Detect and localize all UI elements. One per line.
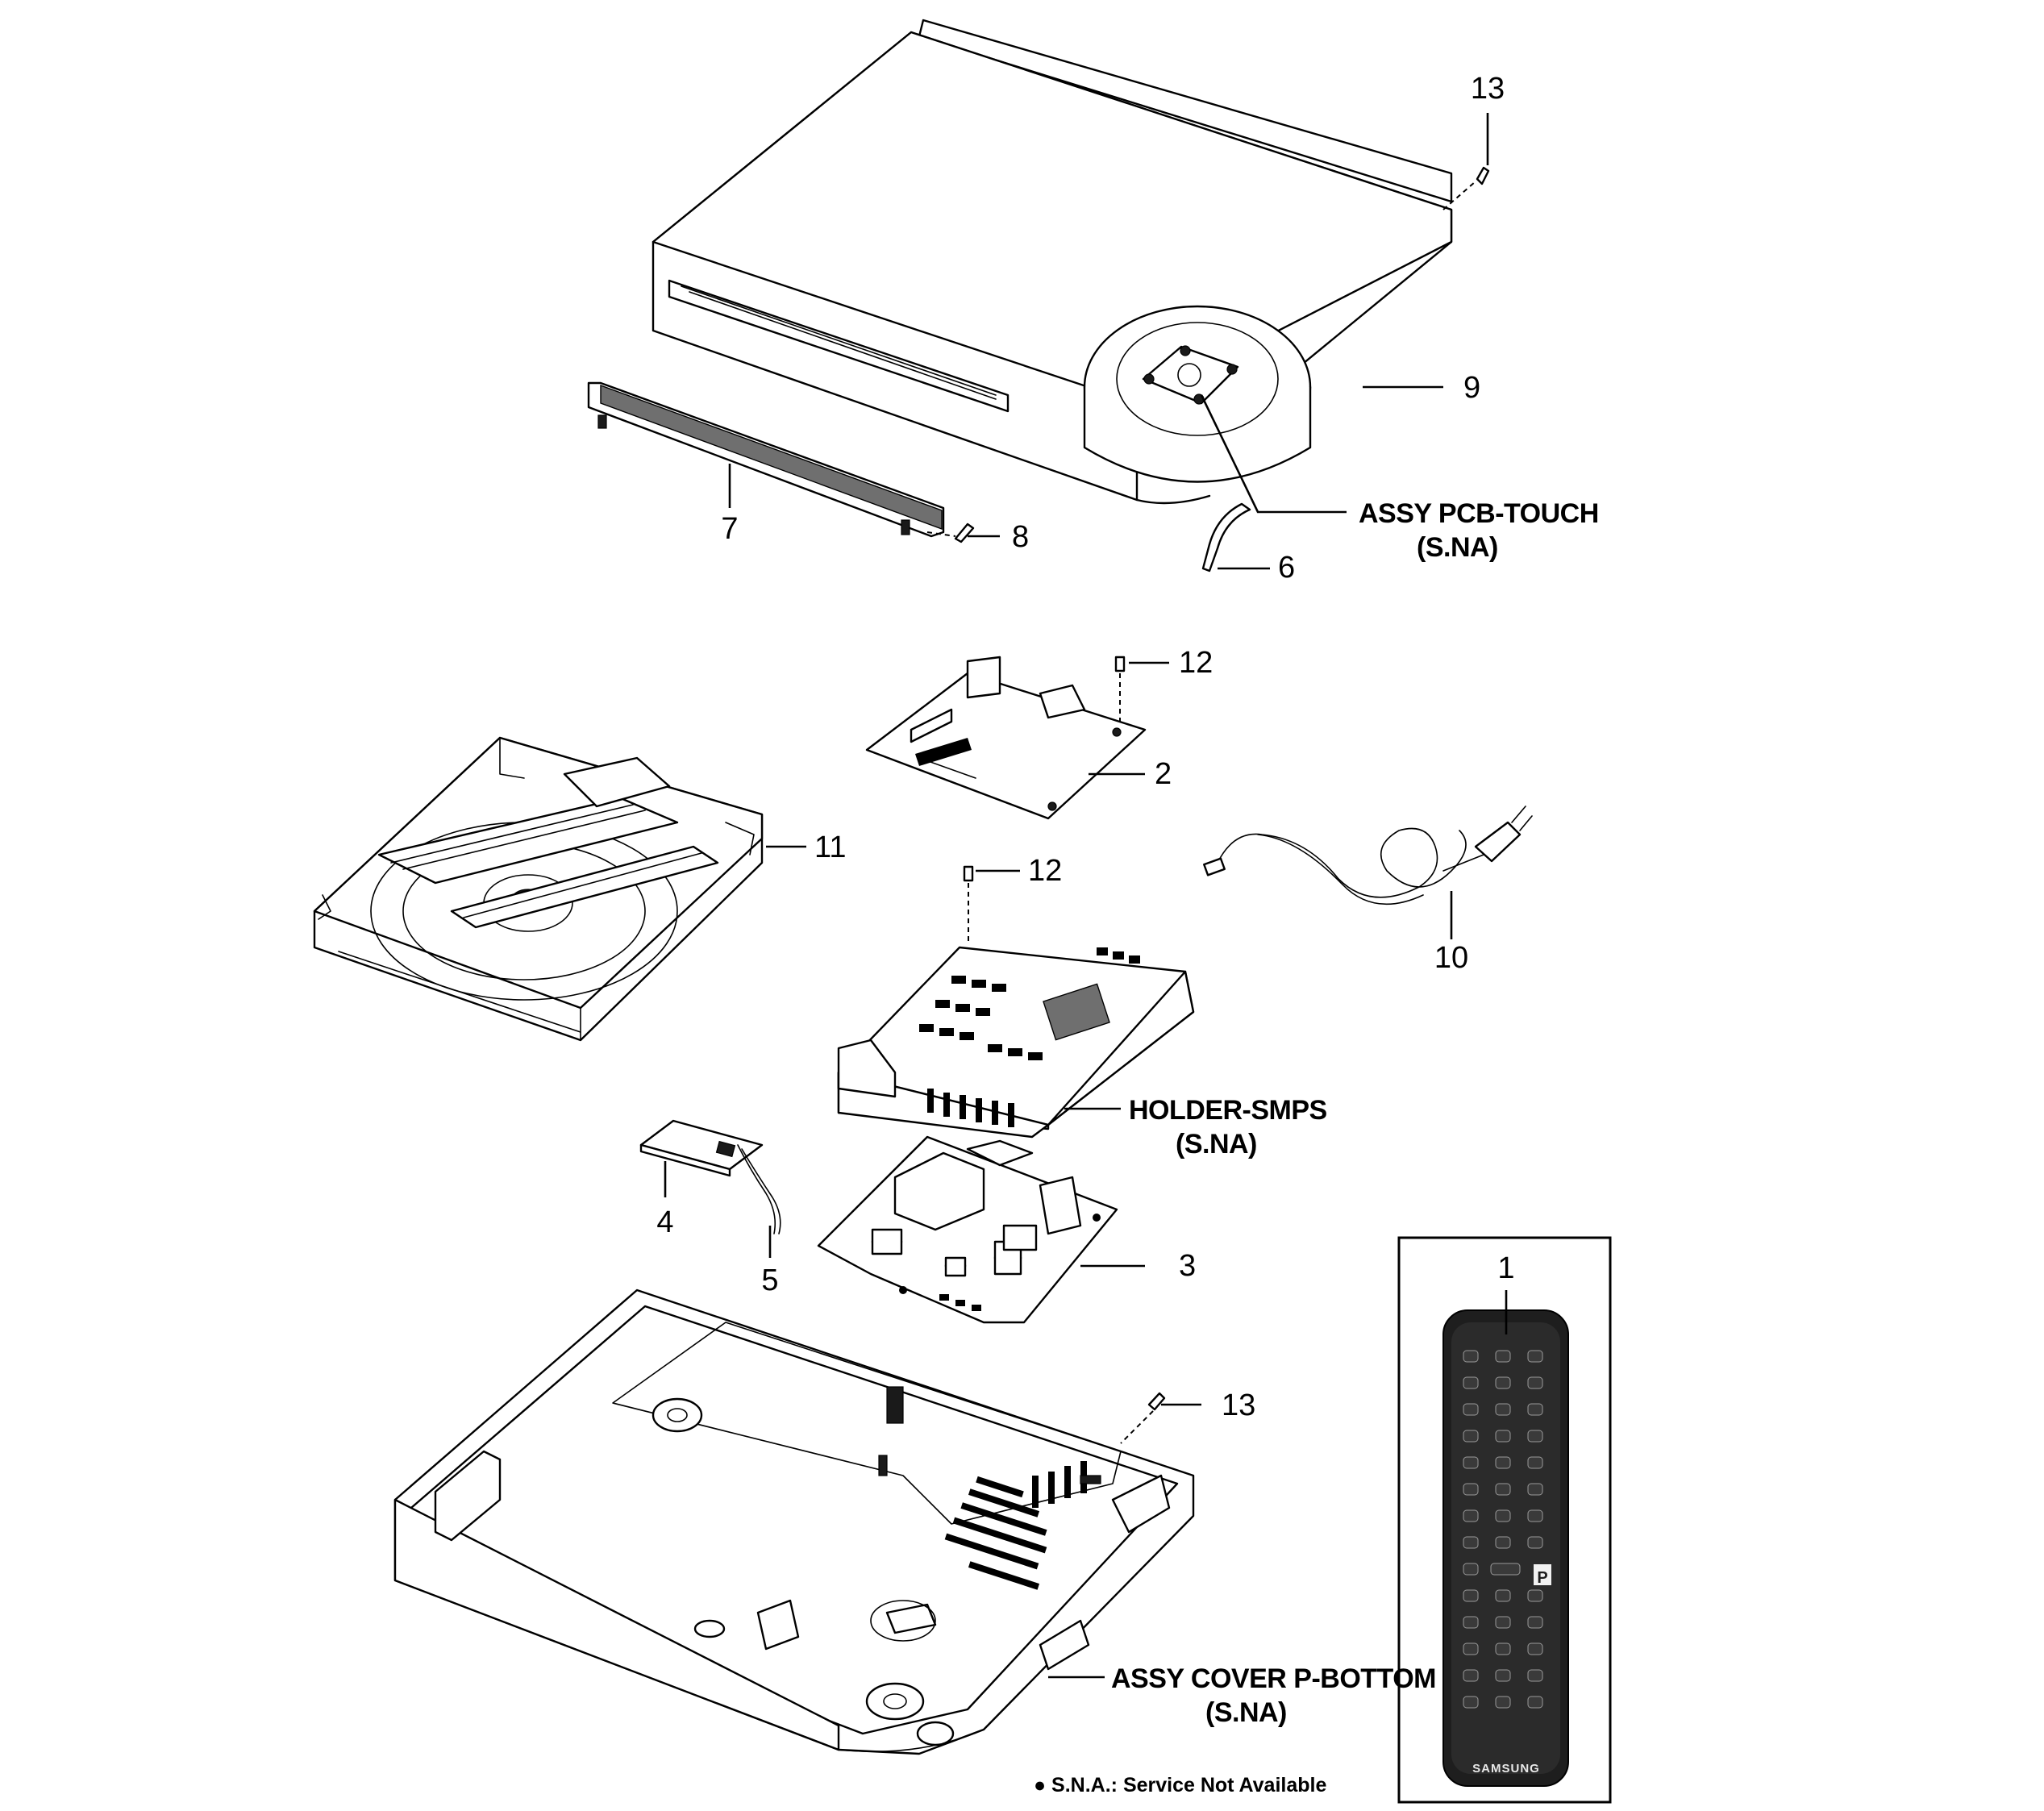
remote-brand: SAMSUNG — [1472, 1762, 1540, 1776]
label-holder-smps-sna: (S.NA) — [1176, 1129, 1257, 1159]
remote-key — [1527, 1536, 1543, 1549]
cable — [737, 1144, 776, 1234]
label-holder-smps: HOLDER-SMPS — [1129, 1095, 1327, 1126]
callout-6: 6 — [1278, 551, 1295, 585]
callout-1: 1 — [1497, 1251, 1514, 1285]
screw-13a-path — [1442, 181, 1476, 210]
leader-lines — [664, 113, 1508, 1679]
remote-key — [1495, 1696, 1511, 1709]
callout-13a: 13 — [1471, 72, 1505, 106]
callout-9: 9 — [1463, 371, 1480, 405]
remote-key — [1527, 1589, 1543, 1602]
remote-key — [1495, 1669, 1511, 1682]
label-assy-touch-sna: (S.NA) — [1417, 532, 1498, 563]
remote-key — [1495, 1616, 1511, 1629]
remote-key — [1463, 1403, 1479, 1416]
main-pcb — [865, 656, 1147, 820]
screw-13b — [1147, 1392, 1166, 1411]
callout-7: 7 — [721, 512, 738, 546]
label-assy-touch: ASSY PCB-TOUCH — [1359, 498, 1599, 529]
screw-13a — [1476, 166, 1490, 185]
remote-key — [1527, 1642, 1543, 1655]
front-panel-strip — [587, 381, 945, 538]
remote-key — [1495, 1430, 1511, 1443]
remote-key — [1463, 1430, 1479, 1443]
remote-key — [1490, 1563, 1521, 1576]
p-key-label: P — [1537, 1569, 1547, 1587]
pcb-touch — [1142, 345, 1239, 405]
remote-key — [1495, 1483, 1511, 1496]
remote-key — [1527, 1430, 1543, 1443]
remote-key — [1527, 1350, 1543, 1363]
remote-key — [1463, 1350, 1479, 1363]
label-assy-cover-bottom: ASSY COVER P-BOTTOM — [1111, 1663, 1436, 1694]
remote-key — [1463, 1483, 1479, 1496]
remote-key — [1495, 1403, 1511, 1416]
remote-frame — [1397, 1236, 1612, 1804]
remote-key — [1527, 1696, 1543, 1709]
callout-3: 3 — [1179, 1249, 1196, 1283]
callout-5: 5 — [761, 1264, 778, 1297]
remote-key — [1495, 1509, 1511, 1522]
remote-key — [1527, 1483, 1543, 1496]
remote-key — [1463, 1642, 1479, 1655]
callout-12a: 12 — [1179, 646, 1213, 680]
small-pcb — [639, 1119, 764, 1177]
callout-4: 4 — [656, 1205, 673, 1239]
remote-key — [1463, 1563, 1479, 1576]
remote-key — [1463, 1509, 1479, 1522]
screw-8-path — [926, 531, 956, 537]
remote-key — [1463, 1589, 1479, 1602]
remote-key — [1463, 1616, 1479, 1629]
callout-8: 8 — [1012, 520, 1029, 554]
screw-13b-path — [1120, 1410, 1154, 1444]
remote-key — [1463, 1376, 1479, 1389]
top-cover — [651, 19, 1453, 505]
remote-key — [1527, 1669, 1543, 1682]
callout-2: 2 — [1155, 757, 1172, 791]
screw-8 — [954, 522, 975, 543]
callout-12b: 12 — [1028, 854, 1062, 888]
disc-loader — [313, 736, 764, 1042]
remote-key — [1527, 1376, 1543, 1389]
p-key — [1534, 1564, 1551, 1585]
remote-key — [1527, 1616, 1543, 1629]
smps-board — [817, 1135, 1118, 1324]
remote-key — [1495, 1376, 1511, 1389]
remote-key — [1495, 1456, 1511, 1469]
bottom-chassis — [393, 1289, 1195, 1755]
callout-13b: 13 — [1222, 1388, 1255, 1422]
touch-wire — [1201, 502, 1251, 572]
remote-key — [1495, 1589, 1511, 1602]
remote-key — [1527, 1509, 1543, 1522]
screw-12b — [963, 865, 974, 882]
callout-10: 10 — [1434, 941, 1468, 975]
cable-2 — [741, 1148, 781, 1234]
remote-key — [1463, 1536, 1479, 1549]
remote-key — [1527, 1456, 1543, 1469]
label-assy-cover-bottom-sna: (S.NA) — [1205, 1697, 1287, 1728]
remote-key — [1463, 1696, 1479, 1709]
screw-12a — [1114, 656, 1126, 672]
power-cord — [1203, 806, 1533, 906]
callout-11: 11 — [814, 831, 846, 864]
footnote: ● S.N.A.: Service Not Available — [1034, 1774, 1326, 1796]
holder-smps — [837, 946, 1195, 1139]
remote-key — [1495, 1642, 1511, 1655]
remote-key — [1527, 1403, 1543, 1416]
remote-key — [1463, 1456, 1479, 1469]
remote-key — [1495, 1536, 1511, 1549]
remote-key — [1463, 1669, 1479, 1682]
remote-key — [1495, 1350, 1511, 1363]
